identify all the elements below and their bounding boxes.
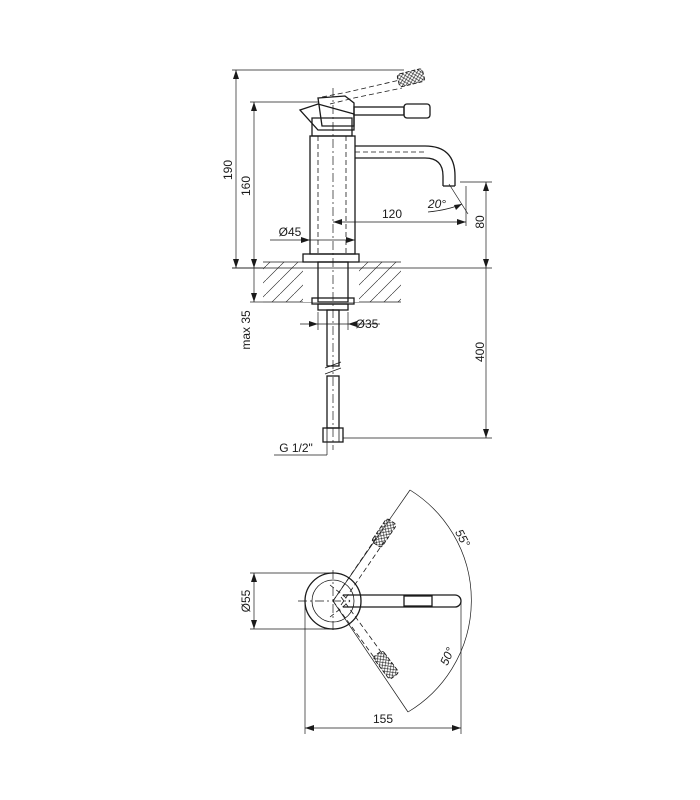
dim-o35-label: Ø35 xyxy=(356,317,379,331)
dim-height-total: 190 xyxy=(221,69,404,269)
dim-max-thickness: max 35 xyxy=(239,268,263,350)
dim-plan-length: 155 xyxy=(304,601,462,734)
dim-120-label: 120 xyxy=(382,207,402,221)
handle-lever xyxy=(353,103,431,119)
faucet-body xyxy=(302,135,360,263)
dim-spout-height: 80 xyxy=(460,181,492,268)
dim-hose-length: 400 xyxy=(343,268,492,439)
spout xyxy=(355,145,456,187)
dim-160-label: 160 xyxy=(239,176,253,196)
dim-155-label: 155 xyxy=(373,712,393,726)
connection-label: G 1/2" xyxy=(274,441,328,456)
dim-400-label: 400 xyxy=(473,342,487,362)
lever-swing-arc xyxy=(407,489,472,713)
dim-spout-angle: 20° xyxy=(427,183,469,215)
dim-190-label: 190 xyxy=(221,160,235,180)
dim-max35-label: max 35 xyxy=(239,310,253,350)
dim-spout-reach: 120 xyxy=(333,186,467,226)
lever-position-right xyxy=(332,596,399,680)
dim-base-diameter: Ø55 xyxy=(239,572,333,630)
dim-20deg-label: 20° xyxy=(427,197,446,211)
side-view: 190 160 120 20° xyxy=(221,68,492,456)
dim-50deg-label: 50° xyxy=(437,645,457,667)
dim-80-label: 80 xyxy=(473,215,487,229)
lever-position-left xyxy=(332,518,397,606)
handle-lever-raised xyxy=(321,68,425,105)
dim-g12-label: G 1/2" xyxy=(279,441,313,455)
dim-shank-diameter: Ø35 xyxy=(300,312,380,331)
dim-55deg-label: 55° xyxy=(452,527,473,550)
dim-body-diameter: Ø45 xyxy=(270,225,355,243)
countertop xyxy=(263,261,401,303)
dim-o55-label: Ø55 xyxy=(239,589,253,612)
plan-view: 55° 50° Ø55 155 xyxy=(239,489,473,734)
dim-o45-label: Ø45 xyxy=(279,225,302,239)
dim-height-body: 160 xyxy=(239,101,318,268)
